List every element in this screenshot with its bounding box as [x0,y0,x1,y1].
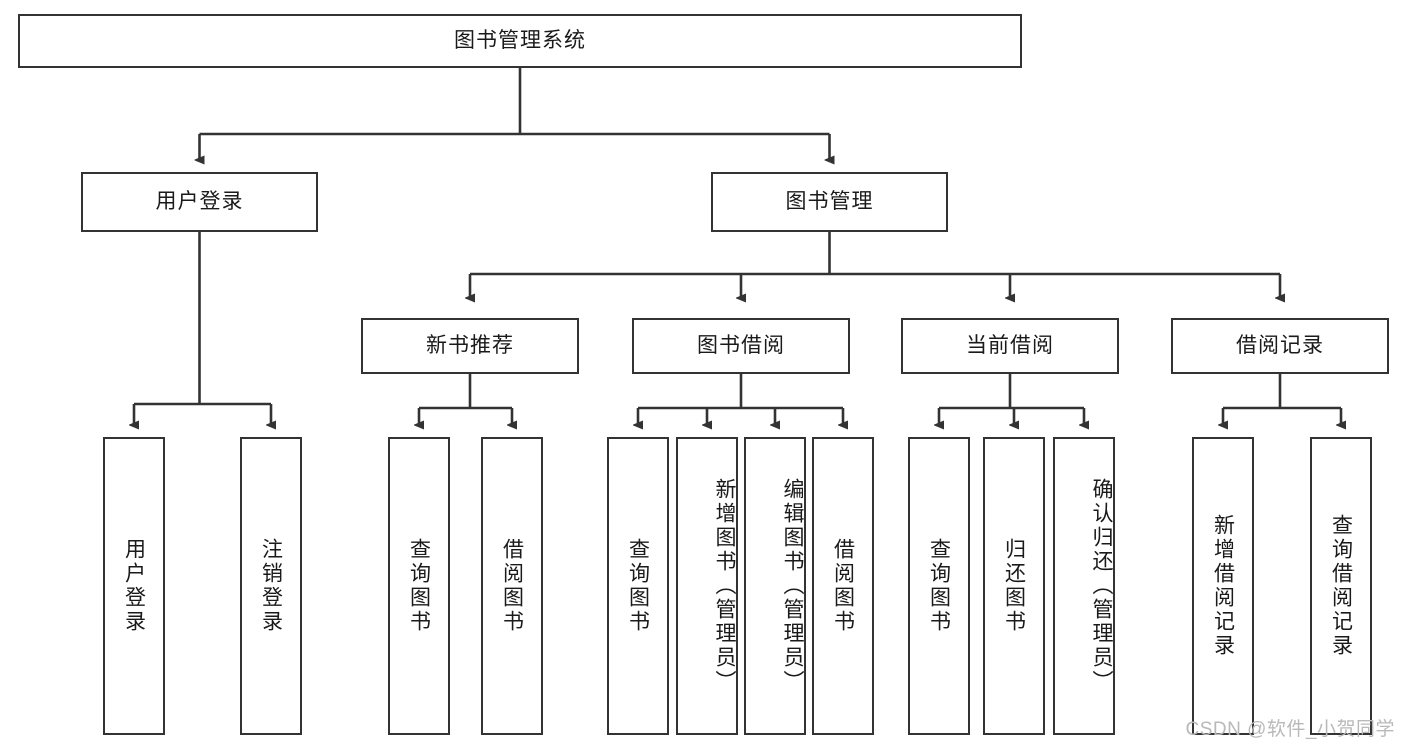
leaf-query-book-borrow-label: 查询图书 [626,538,650,634]
leaf-add-borrow-record-label: 新增借阅记录 [1211,514,1235,658]
leaf-query-book-recommend-label: 查询图书 [407,538,431,634]
node-new-book-recommend[interactable]: 新书推荐 [361,318,579,374]
node-root-label: 图书管理系统 [454,29,586,53]
leaf-borrow-book-label: 借阅图书 [831,538,855,634]
leaf-borrow-book[interactable]: 借阅图书 [812,437,874,735]
node-book-management[interactable]: 图书管理 [711,172,948,232]
node-user-login-label: 用户登录 [155,190,244,214]
leaf-query-borrow-record-label: 查询借阅记录 [1329,514,1353,658]
leaf-add-borrow-record[interactable]: 新增借阅记录 [1192,437,1254,735]
node-borrow-record-label: 借阅记录 [1236,334,1324,358]
node-current-borrow[interactable]: 当前借阅 [901,318,1119,374]
node-current-borrow-label: 当前借阅 [966,334,1054,358]
node-new-book-recommend-label: 新书推荐 [426,334,514,358]
leaf-borrow-book-recommend[interactable]: 借阅图书 [481,437,543,735]
leaf-logout-label: 注销登录 [259,538,283,634]
leaf-user-login[interactable]: 用户登录 [103,437,165,735]
node-user-login[interactable]: 用户登录 [81,172,318,232]
leaf-add-book-admin-label: 新增图书（管理员） [713,478,736,694]
node-book-borrow[interactable]: 图书借阅 [632,318,850,374]
leaf-return-book[interactable]: 归还图书 [983,437,1045,735]
node-book-borrow-label: 图书借阅 [697,334,785,358]
watermark-text: CSDN @软件_小贺同学 [1185,719,1395,740]
leaf-query-book-current[interactable]: 查询图书 [908,437,970,735]
leaf-borrow-book-recommend-label: 借阅图书 [500,538,524,634]
leaf-user-login-label: 用户登录 [122,538,146,634]
leaf-query-borrow-record[interactable]: 查询借阅记录 [1310,437,1372,735]
leaf-edit-book-admin-label: 编辑图书（管理员） [781,478,804,694]
leaf-confirm-return-admin[interactable]: 确认归还（管理员） [1053,437,1115,735]
leaf-edit-book-admin[interactable]: 编辑图书（管理员） [744,437,806,735]
leaf-query-book-recommend[interactable]: 查询图书 [388,437,450,735]
node-borrow-record[interactable]: 借阅记录 [1171,318,1389,374]
leaf-confirm-return-admin-label: 确认归还（管理员） [1090,478,1113,694]
node-root[interactable]: 图书管理系统 [18,14,1022,68]
leaf-add-book-admin[interactable]: 新增图书（管理员） [676,437,738,735]
leaf-query-book-borrow[interactable]: 查询图书 [607,437,669,735]
leaf-logout[interactable]: 注销登录 [240,437,302,735]
leaf-query-book-current-label: 查询图书 [927,538,951,634]
node-book-management-label: 图书管理 [785,190,874,214]
leaf-return-book-label: 归还图书 [1002,538,1026,634]
